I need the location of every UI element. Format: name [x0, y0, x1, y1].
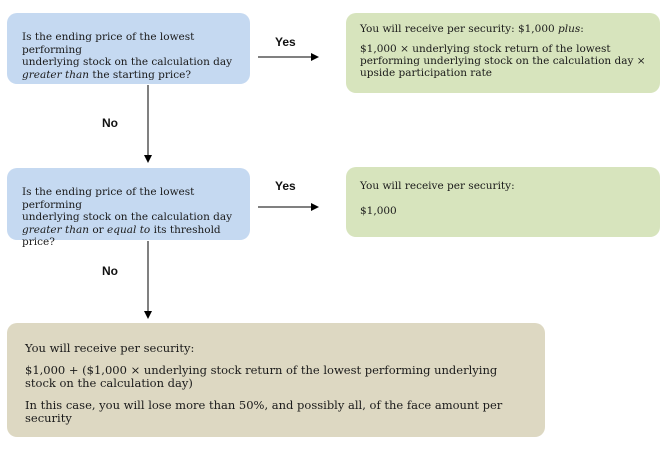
question-1-line1: Is the ending price of the lowest perfor… [22, 31, 195, 56]
yes-label-2: Yes [275, 179, 296, 193]
outcome-box-1: You will receive per security: $1,000 pl… [346, 13, 660, 93]
outcome-2-amount: $1,000 [360, 205, 397, 217]
outcome-2-intro: You will receive per security: [360, 180, 515, 192]
outcome-box-3: You will receive per security: $1,000 + … [7, 323, 545, 437]
outcome-3-formula: $1,000 + ($1,000 × underlying stock retu… [25, 362, 498, 390]
question-1-rest: the starting price? [89, 68, 191, 81]
outcome-1-intro: You will receive per security: $1,000 pl… [360, 23, 584, 35]
no-label-1: No [102, 116, 118, 130]
question-2-rest: its threshold price? [22, 223, 221, 249]
no-label-2: No [102, 264, 118, 278]
question-2-line2: underlying stock on the calculation day [22, 211, 233, 223]
outcome-3-note: In this case, you will lose more than 50… [25, 397, 503, 425]
outcome-3-intro: You will receive per security: [25, 341, 195, 355]
question-box-1: Is the ending price of the lowest perfor… [7, 13, 250, 84]
question-1-italic: greater than [22, 68, 90, 81]
outcome-box-2: You will receive per security: $1,000 [346, 167, 660, 237]
outcome-1-plus: plus [558, 23, 581, 35]
question-2-italic-2: equal to [107, 223, 151, 236]
question-2-italic-1: greater than [22, 223, 90, 236]
yes-label-1: Yes [275, 35, 296, 49]
question-2-line1: Is the ending price of the lowest perfor… [22, 186, 195, 211]
question-box-2: Is the ending price of the lowest perfor… [7, 168, 250, 248]
question-1-line2: underlying stock on the calculation day [22, 56, 233, 68]
outcome-1-formula: $1,000 × underlying stock return of the … [360, 43, 646, 79]
